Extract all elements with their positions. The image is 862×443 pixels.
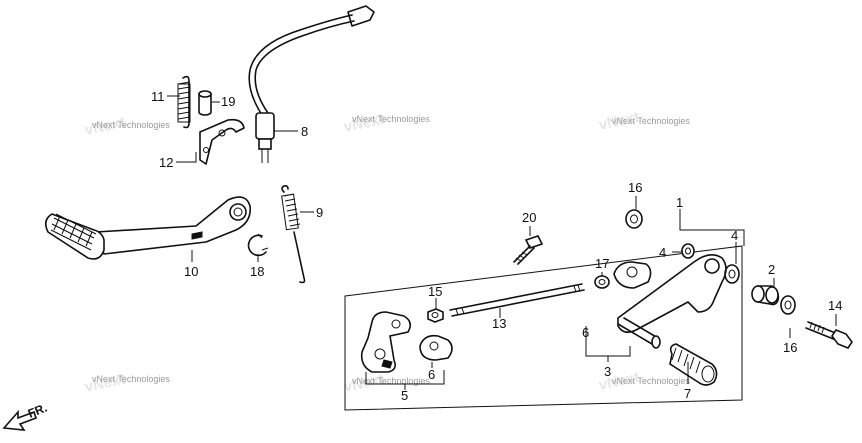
callout-9: 9: [316, 205, 323, 220]
part-16-washer-lower: [780, 295, 796, 315]
callout-2: 2: [768, 262, 775, 277]
callout-11: 11: [151, 89, 165, 104]
callout-5: 5: [401, 388, 408, 403]
callout-12: 12: [159, 155, 173, 170]
callout-7: 7: [684, 386, 691, 401]
callout-18: 18: [250, 264, 264, 279]
part-7-rubber: [669, 343, 718, 386]
callout-labels: 11 19 12 8 9 10 18 16 1 20 4 4 17 2 14 1…: [151, 89, 842, 403]
watermark-4: vNext Technologies: [92, 374, 170, 384]
callout-16-upper: 16: [628, 180, 642, 195]
part-4-oring-upper: [681, 243, 695, 259]
part-14-bolt: [805, 321, 853, 349]
front-label: FR.: [26, 401, 49, 421]
callout-3: 3: [604, 364, 611, 379]
part-5-shift-arm: [360, 311, 412, 373]
callout-10: 10: [184, 264, 198, 279]
part-16-washer-upper: [625, 209, 643, 229]
part-4-oring-right: [724, 264, 740, 284]
part-15-nut: [427, 308, 444, 323]
watermark-2: vNext Technologies: [352, 114, 430, 124]
part-9-return-spring: [281, 185, 306, 284]
part-18-circlip: [247, 233, 269, 257]
watermark-5: vNext Technologies: [352, 376, 430, 386]
part-6-rod-end-lower: [419, 334, 453, 361]
part-10-shift-pedal: [44, 196, 252, 260]
callout-17: 17: [595, 256, 609, 271]
part-8-stop-switch: [248, 5, 375, 163]
part-6-rod-end-upper: [613, 261, 652, 289]
front-arrow-icon: [2, 409, 38, 431]
callout-20: 20: [522, 210, 536, 225]
leader-lines: [167, 95, 837, 390]
callout-16-lower: 16: [783, 340, 797, 355]
part-1-pedal-arm: [617, 254, 727, 349]
part-2-collar: [751, 285, 780, 306]
callout-4-right: 4: [731, 228, 738, 243]
part-11-spring: [177, 75, 191, 129]
callout-14: 14: [828, 298, 842, 313]
callout-15: 15: [428, 284, 442, 299]
watermark-3: vNext Technologies: [612, 116, 690, 126]
callout-4-upper: 4: [659, 245, 666, 260]
front-direction-indicator: FR.: [2, 401, 49, 431]
callout-8: 8: [301, 124, 308, 139]
watermark-1: vNext Technologies: [92, 120, 170, 130]
assembly-outline: [344, 245, 743, 411]
callout-13: 13: [492, 316, 506, 331]
callout-6-lower: 6: [428, 367, 435, 382]
callout-6-upper: 6: [582, 325, 589, 340]
part-20-bolt: [513, 235, 544, 265]
part-13-shift-rod: [449, 283, 585, 317]
callout-19: 19: [221, 94, 235, 109]
part-12-bracket: [199, 118, 245, 165]
part-19-collar: [198, 90, 212, 116]
part-17-nut: [594, 275, 610, 289]
watermark-6: vNext Technologies: [612, 376, 690, 386]
callout-1: 1: [676, 195, 683, 210]
